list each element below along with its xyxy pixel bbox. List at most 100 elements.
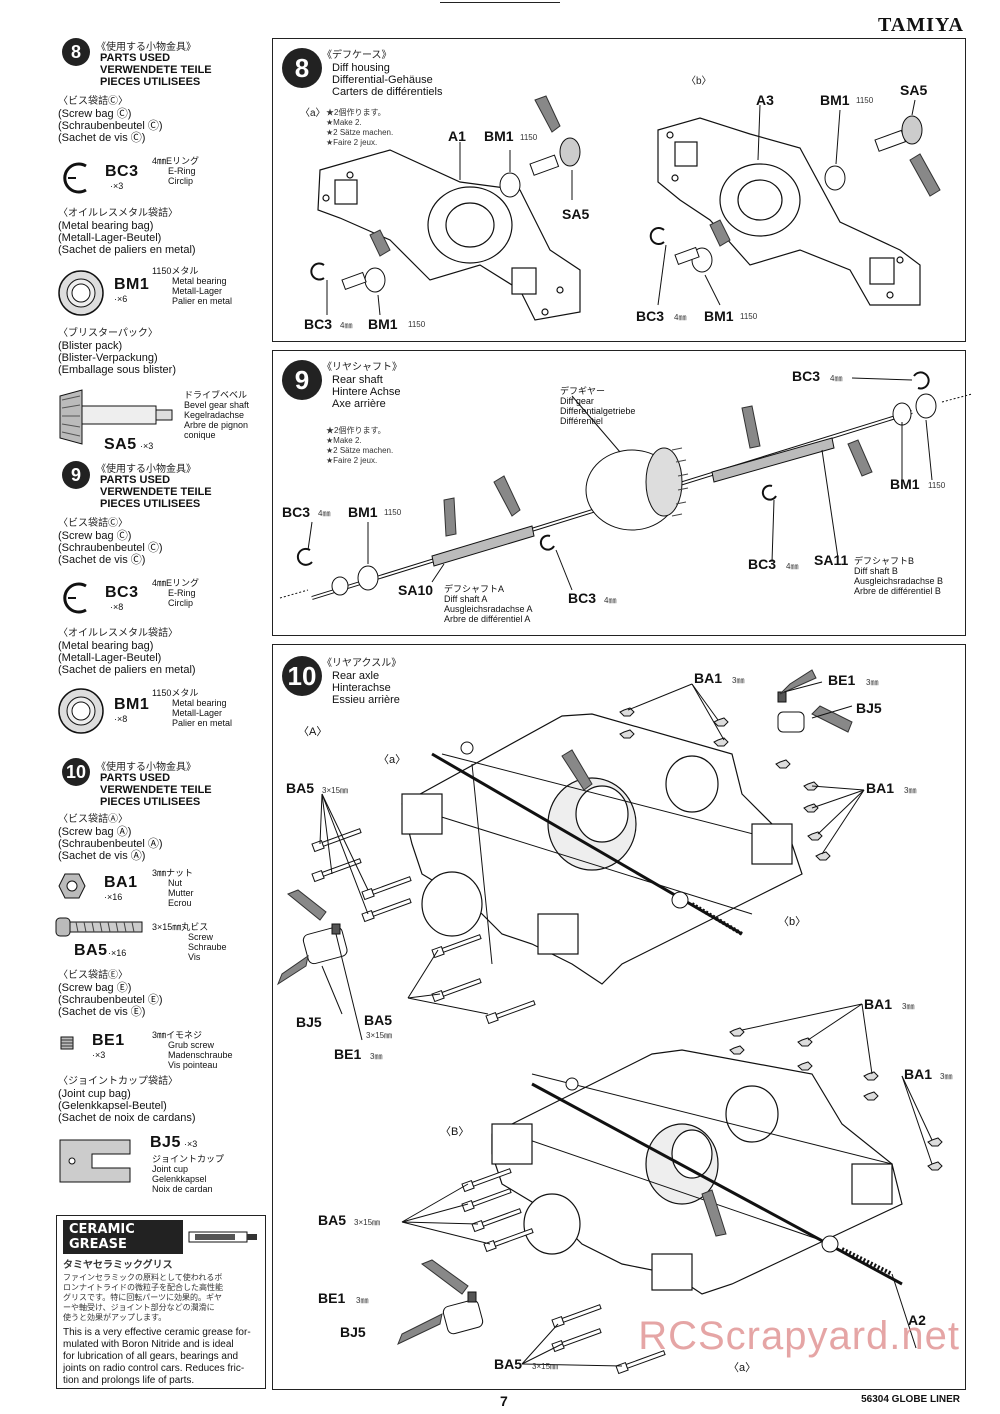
step10-bag-a: 〈ビス袋詰Ⓐ〉 (Screw bag Ⓐ) (Schraubenbeutel Ⓐ…: [58, 814, 163, 862]
label-BJ5: BJ5: [296, 1014, 322, 1030]
grease-jp-line: 使うと効果がアップします。: [63, 1313, 167, 1322]
bm1-code: BM1: [114, 696, 150, 713]
label-BA1-note: 3㎜: [732, 676, 745, 685]
step8-parts-number: 8: [62, 38, 90, 66]
grease-en-line: joints on radio control cars. Reduces fr…: [63, 1363, 245, 1374]
bc3-jp: 4㎜Eリング: [152, 156, 200, 166]
step10-title-en: Rear axle: [332, 670, 380, 682]
step8-title-de: Differential-Gehäuse: [332, 74, 433, 86]
bag-e-fr: (Sachet de vis Ⓔ): [58, 1006, 146, 1018]
label-BA5-note: 3×15㎜: [532, 1362, 559, 1371]
step10-title: Rear axle Hinterachse Essieu arrière: [332, 670, 400, 706]
parts-used-fr: PIECES UTILISEES: [100, 76, 201, 88]
grease-title: CERAMIC GREASE: [63, 1220, 183, 1254]
bag-c-de: (Schraubenbeutel Ⓒ): [58, 542, 163, 554]
ba5-desc: 3×15㎜丸ビス Screw Schraube Vis: [152, 922, 227, 962]
make2-fr: ★Faire 2 jeux.: [326, 456, 378, 465]
label-BM1: BM1: [820, 92, 850, 108]
bag-c-de: (Schraubenbeutel Ⓒ): [58, 120, 163, 132]
ba1-jp: 3㎜ナット: [152, 868, 194, 878]
label-BM1-note: 1150: [856, 96, 874, 105]
insertion-arrows-B: [397, 1189, 727, 1346]
ba1-en: Nut: [168, 878, 183, 888]
bj5-code: BJ5: [150, 1134, 181, 1151]
step9-title: Rear shaft Hintere Achse Axe arrière: [332, 374, 400, 410]
label-BA1-note: 3㎜: [940, 1072, 953, 1081]
label-BC3: BC3: [568, 590, 597, 606]
step8-title: Diff housing Differential-Gehäuse Carter…: [332, 62, 442, 98]
diff-a-parts: [310, 137, 581, 293]
step8-parts-title: PARTS USED VERWENDETE TEILE PIECES UTILI…: [100, 52, 212, 88]
step8-bag-c: 〈ビス袋詰Ⓒ〉 (Screw bag Ⓒ) (Schraubenbeutel Ⓒ…: [58, 96, 163, 144]
insertion-arrows: [443, 405, 873, 537]
joint-bag-en: (Joint cup bag): [58, 1088, 131, 1100]
step8-number: 8: [282, 48, 322, 88]
grease-jp-line: ファインセラミックの原料として使われるボ: [63, 1273, 223, 1282]
e-ring-left: [296, 547, 313, 566]
e-ring-shaft-a: [539, 534, 555, 551]
label-BM1: BM1: [484, 128, 514, 144]
make2-jp: ★2個作ります。: [326, 426, 386, 435]
step9-title-fr: Axe arrière: [332, 398, 386, 410]
step9-parts-jp: 《使用する小物金具》: [96, 464, 196, 475]
label-SA5: SA5: [900, 82, 928, 98]
label-BE1-note: 3㎜: [370, 1052, 383, 1061]
ba1-desc: 3㎜ナット Nut Mutter Ecrou: [152, 868, 194, 908]
sa5-desc: ドライブベベル Bevel gear shaft Kegelradachse A…: [184, 390, 249, 440]
bc3-code: BC3: [105, 584, 139, 601]
diff-gear-jp: デフギヤー: [560, 386, 606, 396]
ba5-fr: Vis: [188, 952, 201, 962]
joint-cup-B: [442, 1291, 484, 1335]
label-BM1-note: 1150: [740, 312, 758, 321]
axle-assembly-A: [401, 713, 803, 985]
label-BA1: BA1: [866, 780, 895, 796]
rear-axle-drawing: [276, 669, 943, 1375]
label-BA5-note: 3×15㎜: [322, 786, 349, 795]
label-SA10: SA10: [398, 582, 434, 598]
blister-fr: (Emballage sous blister): [58, 364, 176, 376]
shaft-a-spline: [431, 525, 535, 567]
be1-jp: 3㎜イモネジ: [152, 1030, 203, 1040]
label-BC3-note: 4㎜: [674, 313, 687, 322]
label-BJ5: BJ5: [340, 1324, 366, 1340]
label-BJ5: BJ5: [856, 700, 882, 716]
ba5-jp: 3×15㎜丸ビス: [152, 922, 209, 932]
parts-used-de: VERWENDETE TEILE: [100, 64, 212, 76]
bm1-de: Metall-Lager: [172, 286, 223, 296]
sa5-qty: ·×3: [140, 441, 154, 451]
variant-B-label: 〈B〉: [440, 1126, 470, 1138]
ba5-en: Screw: [188, 932, 214, 942]
sa11-fr: Arbre de différentiel B: [854, 586, 941, 596]
sa10-fr: Arbre de différentiel A: [444, 614, 531, 624]
e-ring-right: [913, 371, 930, 390]
metal-bag-en: (Metal bearing bag): [58, 220, 154, 232]
bc3-fr: Circlip: [168, 598, 194, 608]
bevel-gear-shaft-icon: [59, 389, 173, 445]
metal-bearing-icon: [58, 270, 104, 316]
grub-screw-icon: [60, 1036, 74, 1050]
be1-code: BE1: [92, 1032, 125, 1049]
step9-parts-title: PARTS USED VERWENDETE TEILE PIECES UTILI…: [100, 474, 212, 510]
diff-gear: [585, 447, 689, 531]
sa10-en: Diff shaft A: [444, 594, 488, 604]
make2-de: ★2 Sätze machen.: [326, 128, 394, 137]
step10-parts-number: 10: [62, 758, 90, 786]
label-A3: A3: [756, 92, 774, 108]
label-BA5: BA5: [494, 1356, 523, 1372]
parts-used-en: PARTS USED: [100, 474, 171, 486]
bm1-desc: 1150メタル Metal bearing Metall-Lager Palie…: [152, 266, 232, 306]
sa11-en: Diff shaft B: [854, 566, 898, 576]
make2-jp: ★2個作ります。: [326, 108, 386, 117]
step8-title-fr: Carters de différentiels: [332, 86, 443, 98]
step9-metal-bag: 〈オイルレスメタル袋詰〉 (Metal bearing bag) (Metall…: [58, 628, 196, 676]
label-BE1-note: 3㎜: [356, 1296, 369, 1305]
metal-bag-en: (Metal bearing bag): [58, 640, 154, 652]
label-BC3: BC3: [282, 504, 311, 520]
bc3-fr: Circlip: [168, 176, 194, 186]
bm1-desc: 1150メタル Metal bearing Metall-Lager Palie…: [152, 688, 232, 728]
label-BC3-note: 4㎜: [830, 374, 843, 383]
label-BM1-note: 1150: [520, 133, 538, 142]
bag-e-en: (Screw bag Ⓔ): [58, 982, 132, 994]
blister-de: (Blister-Verpackung): [58, 352, 158, 364]
nuts-A: [619, 707, 831, 861]
